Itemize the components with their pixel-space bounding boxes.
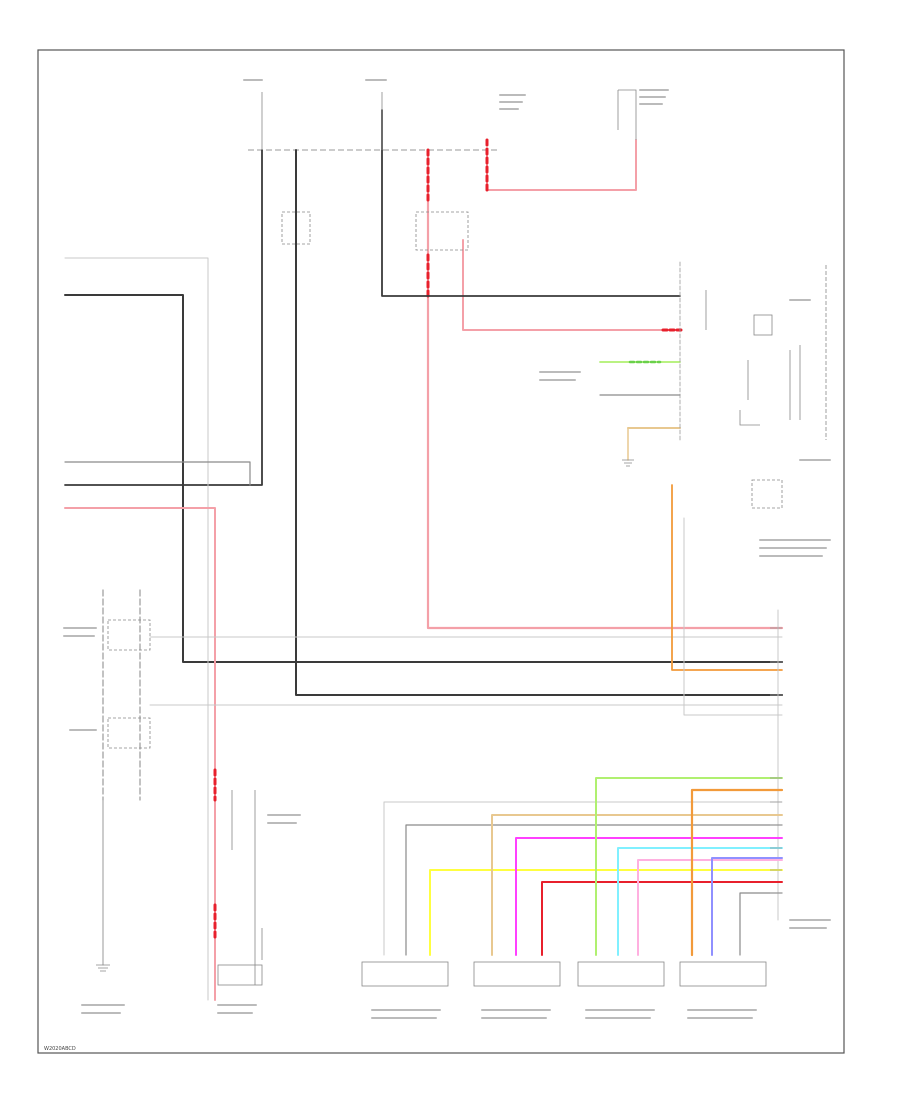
- wire-light-blue-s3: [617, 847, 783, 956]
- left-module-1: [107, 619, 151, 651]
- wire-green-s3: [595, 777, 783, 956]
- wire-dark-s4: [739, 892, 783, 956]
- wire-magenta-s2: [515, 837, 783, 956]
- wires: [64, 109, 784, 1001]
- ground-symbol-2: [622, 459, 634, 467]
- wire-yellow-s1: [429, 869, 783, 956]
- wire-pink-relay: [462, 239, 681, 331]
- fuse-box-bottom: [217, 964, 263, 986]
- wire-light-gray-s1: [383, 801, 783, 956]
- faint-labels: [63, 79, 831, 1019]
- wire-orange-s2: [491, 814, 783, 956]
- wire-black-left2: [295, 149, 783, 696]
- ground-symbol: [96, 964, 110, 972]
- wire-red-s2: [541, 881, 783, 956]
- diagram-border: [37, 49, 845, 1054]
- pin-markers: [770, 627, 782, 894]
- components: [96, 89, 827, 987]
- wire-gray-left2: [64, 461, 251, 486]
- wire-gray-right: [683, 517, 783, 716]
- wire-gray-s1: [405, 824, 783, 956]
- sensor-rear-left: [577, 961, 665, 987]
- wire-pink-top: [486, 139, 637, 191]
- relay-coil: [753, 314, 773, 336]
- wire-black-upper: [64, 294, 783, 663]
- diagram-reference-code: W2020ABCD: [44, 1046, 76, 1052]
- wire-violet-s4: [711, 857, 783, 956]
- module-right: [751, 479, 783, 509]
- wire-pink-left: [64, 507, 216, 1001]
- fuse-box-b: [415, 211, 469, 251]
- wire-pink-main: [426, 148, 784, 630]
- fuse-box-bottom-lines: [231, 790, 263, 985]
- relay-contacts: [739, 345, 801, 426]
- wire-gray-left: [64, 257, 209, 1001]
- sensor-front-left: [361, 961, 449, 987]
- sensor-front-right: [473, 961, 561, 987]
- wire-orange-s4: [690, 788, 784, 957]
- wire-black-relay: [381, 109, 681, 297]
- wire-pink-s3: [637, 859, 783, 956]
- sensor-rear-right: [679, 961, 767, 987]
- left-module-2: [107, 717, 151, 749]
- wire-black-left1: [64, 149, 263, 486]
- wire-orange-right: [671, 484, 783, 671]
- relay-top-right: [617, 89, 637, 140]
